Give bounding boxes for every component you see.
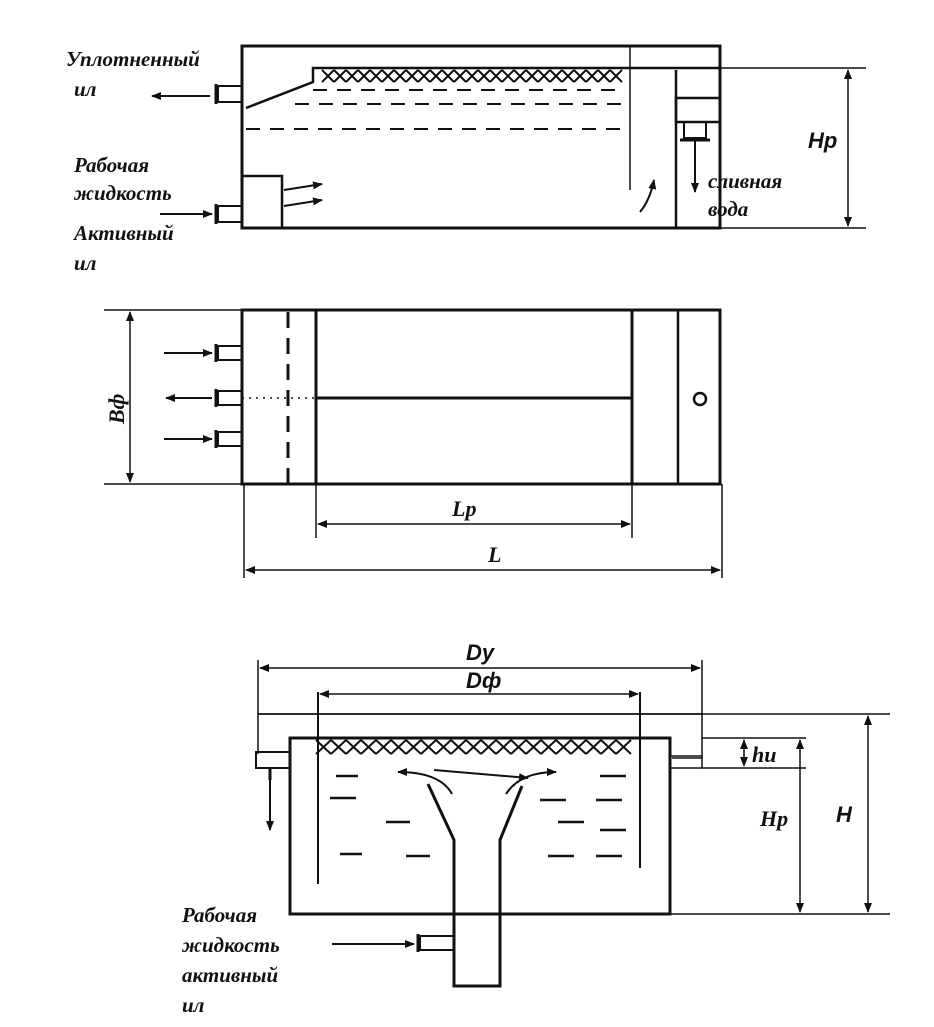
scum-cross-stroke [345, 739, 362, 755]
scum-cross-stroke [615, 739, 632, 755]
scum-cross-stroke [585, 69, 599, 83]
flow-arrow-up [639, 179, 657, 213]
scum-cross-stroke [453, 69, 467, 83]
scum-cross-stroke [429, 69, 443, 83]
scum-cross-stroke [549, 69, 563, 83]
plan-pipe-2 [217, 390, 243, 406]
scum-cross-stroke [357, 69, 371, 83]
bf-label: Вф [104, 394, 129, 425]
round-tank-section: Dy Dф hu Hp H Рабочая жидкость активный … [181, 640, 890, 1017]
label-active-2: ил [74, 251, 97, 275]
round-tank-body [288, 736, 672, 916]
inlet-jet-1 [283, 181, 323, 191]
dy-label: Dy [466, 640, 496, 665]
round-overflow-box [669, 755, 703, 769]
scum-cross-stroke [489, 69, 503, 83]
scum-cross-stroke [405, 739, 422, 755]
scum-cross-stroke [495, 739, 512, 755]
label-sludge-1: Уплотненный [66, 47, 200, 71]
drain-pipe [683, 121, 707, 139]
scum-crosses [321, 69, 623, 83]
funnel-left-wall [426, 783, 524, 988]
lp-label: Lp [451, 496, 476, 521]
label-active-1: Активный [72, 221, 174, 245]
hu-label: hu [752, 742, 776, 767]
round-hp-label: Hp [759, 806, 788, 831]
scum-cross-stroke [420, 739, 437, 755]
plan-view: Вф Lp L [104, 308, 723, 578]
round-label-1: Рабочая [181, 903, 257, 927]
scum-cross-stroke [480, 739, 497, 755]
round-label-4: ил [182, 993, 205, 1017]
scum-cross-stroke [609, 69, 623, 83]
scum-cross-stroke [330, 739, 347, 755]
inlet-jet-2 [283, 197, 323, 207]
flow-arrow-top [433, 769, 529, 782]
scum-cross-stroke [450, 739, 467, 755]
drain-box [674, 96, 722, 124]
scum-cross-stroke [393, 69, 407, 83]
h-label: H [836, 802, 853, 827]
plan-pipe-3 [217, 431, 243, 447]
longitudinal-section: Hp Уплотненный ил Рабочая жидкость Актив… [66, 44, 866, 275]
label-work-1: Рабочая [73, 153, 149, 177]
round-label-3: активный [182, 963, 278, 987]
flow-arrow-right [505, 768, 557, 795]
round-sludge-box [255, 751, 291, 769]
sludge-outlet-pipe [217, 85, 243, 103]
plan-drain-hole [692, 391, 708, 407]
scum-cross-stroke [390, 739, 407, 755]
scum-cross-stroke [501, 69, 515, 83]
scum-cross-stroke [525, 69, 539, 83]
round-scum-crosses [315, 739, 632, 755]
round-liquid-dashes [330, 774, 626, 858]
scum-cross-stroke [375, 739, 392, 755]
scum-cross-stroke [570, 739, 587, 755]
scum-cross-stroke [537, 69, 551, 83]
l-label: L [487, 542, 501, 567]
scum-cross-stroke [465, 69, 479, 83]
label-drain-2: вода [708, 197, 748, 221]
scum-cross-stroke [321, 69, 335, 83]
scum-layer-outline [245, 66, 720, 110]
scum-cross-stroke [573, 69, 587, 83]
scum-cross-stroke [561, 69, 575, 83]
scum-cross-stroke [333, 69, 347, 83]
scum-cross-stroke [369, 69, 383, 83]
dphi-label: Dф [466, 668, 501, 693]
inlet-pipe [217, 205, 243, 223]
scum-cross-stroke [381, 69, 395, 83]
scum-cross-stroke [441, 69, 455, 83]
hp-label-top: Hp [808, 128, 837, 153]
scum-cross-stroke [405, 69, 419, 83]
scum-cross-stroke [597, 69, 611, 83]
plan-pipe-1 [217, 345, 243, 361]
scum-cross-stroke [477, 69, 491, 83]
flow-arrow-left [397, 768, 453, 795]
tank-body [240, 44, 722, 230]
scum-cross-stroke [585, 739, 602, 755]
scum-cross-stroke [345, 69, 359, 83]
scum-cross-stroke [600, 739, 617, 755]
scum-cross-stroke [525, 739, 542, 755]
scum-cross-stroke [417, 69, 431, 83]
scum-cross-stroke [513, 69, 527, 83]
round-outer-frame [257, 713, 703, 759]
scum-cross-stroke [435, 739, 452, 755]
scum-cross-stroke [360, 739, 377, 755]
round-label-2: жидкость [181, 933, 280, 957]
inlet-box [240, 174, 284, 230]
scum-cross-stroke [555, 739, 572, 755]
scum-cross-stroke [510, 739, 527, 755]
label-drain-1: сливная [708, 169, 782, 193]
round-inlet-pipe [419, 935, 455, 951]
scum-cross-stroke [540, 739, 557, 755]
scum-cross-stroke [465, 739, 482, 755]
scum-cross-stroke [315, 739, 332, 755]
label-sludge-2: ил [74, 77, 97, 101]
label-work-2: жидкость [73, 181, 172, 205]
